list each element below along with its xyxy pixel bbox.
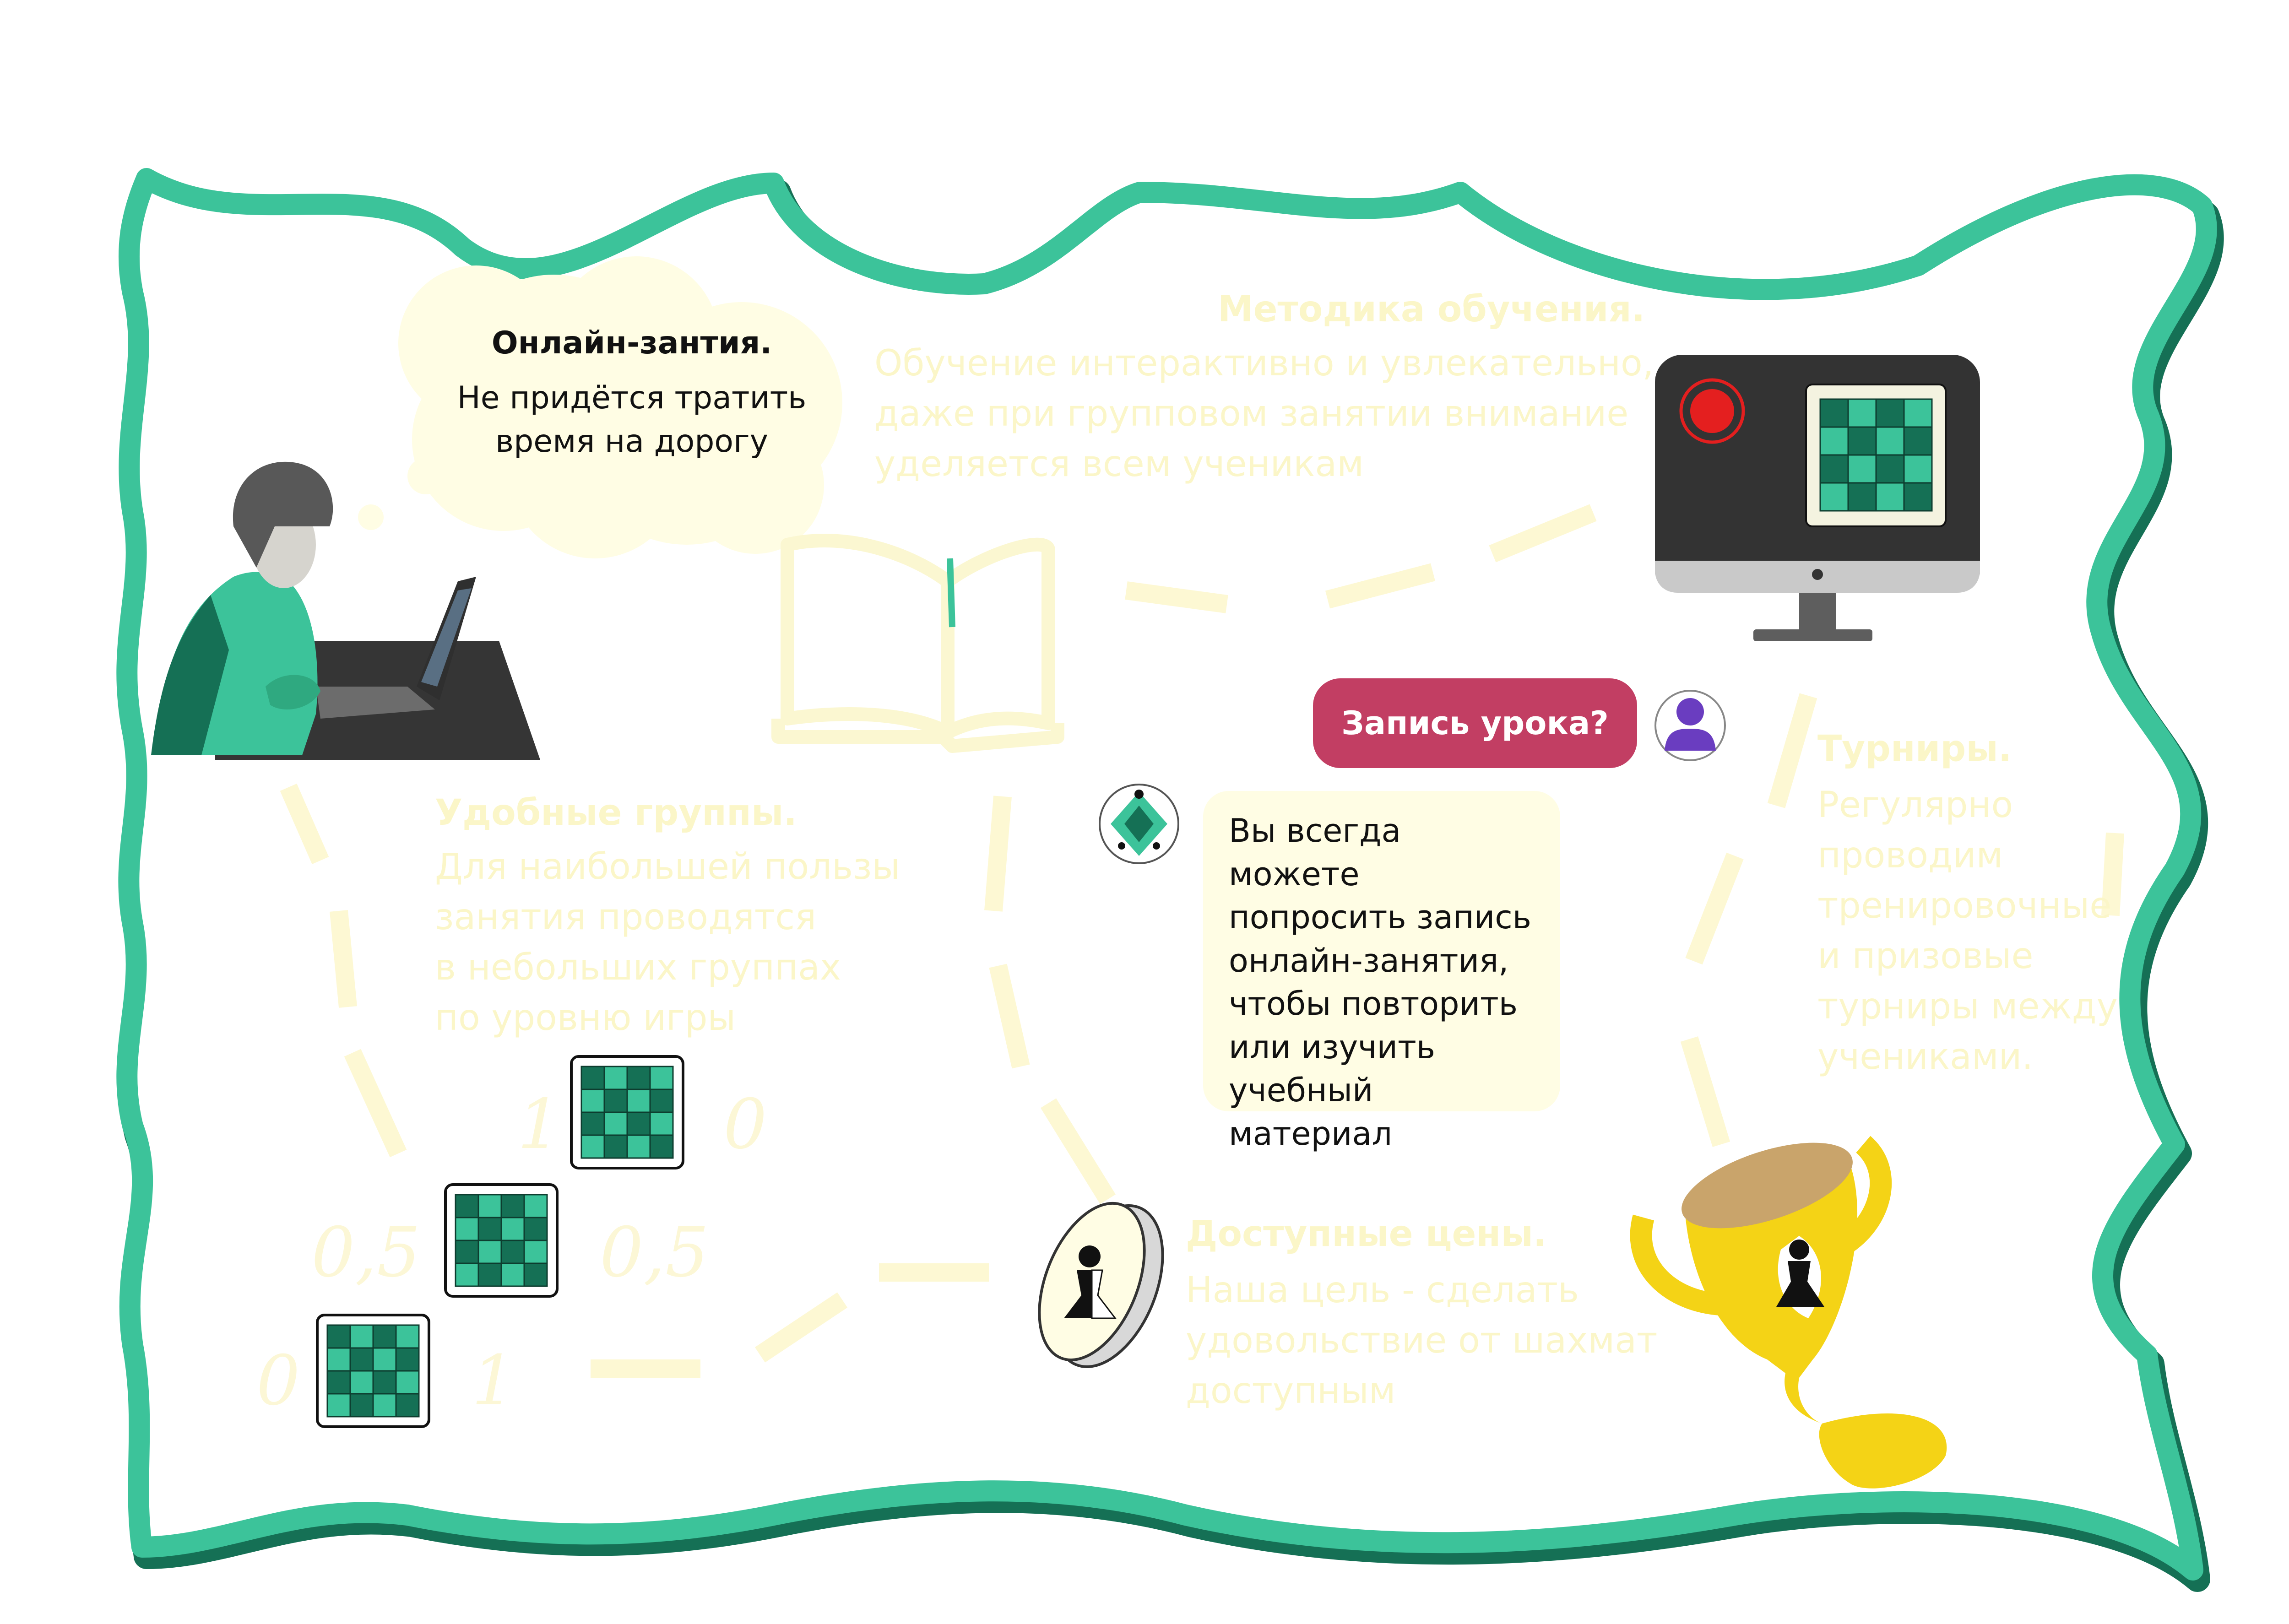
score-1-top: 1 <box>517 1085 561 1164</box>
groups-line-3: в небольших группах <box>435 947 841 988</box>
prices-title: Доступные цены. <box>1186 1213 1547 1255</box>
tournaments-line-1: Регулярно <box>1817 785 2013 826</box>
prices-line-3: доступным <box>1186 1370 1396 1412</box>
online-bubble-title: Онлайн-зантия. <box>491 325 772 361</box>
answer-bubble: Вы всегда можете попросить запись онлайн… <box>1203 791 1560 1153</box>
tournaments-line-6: учениками. <box>1817 1036 2034 1077</box>
chessboard-icon <box>1819 398 1933 512</box>
chessboard-icon <box>570 1055 684 1169</box>
tournaments-line-5: турниры между <box>1817 986 2118 1027</box>
prices-line-2: удовольствие от шахмат <box>1186 1320 1658 1361</box>
question-text: Запись урока? <box>1341 704 1609 742</box>
answer-text: Вы всегда можете попросить запись онлайн… <box>1229 812 1532 1153</box>
groups-line-1: Для наибольшей пользы <box>435 846 900 888</box>
score-1-bottom: 1 <box>472 1341 515 1421</box>
chessboard-icon <box>316 1314 430 1428</box>
method-line-1: Обучение интерактивно и увлекательно, <box>874 343 1654 384</box>
groups-title: Удобные группы. <box>435 792 797 834</box>
groups-line-2: занятия проводятся <box>435 897 817 938</box>
score-0-top: 0 <box>723 1085 767 1164</box>
score-05-right: 0,5 <box>600 1213 709 1293</box>
tournaments-line-4: и призовые <box>1817 936 2034 977</box>
method-title: Методика обучения. <box>1218 289 1645 330</box>
method-line-2: даже при групповом занятии внимание <box>874 393 1629 434</box>
prices-line-1: Наша цель - сделать <box>1186 1270 1579 1311</box>
groups-line-4: по уровню игры <box>435 997 736 1039</box>
tournaments-line-3: тренировочные <box>1817 885 2112 926</box>
score-05-left: 0,5 <box>311 1213 421 1293</box>
online-bubble-line-2: время на дорогу <box>495 423 768 460</box>
tournaments-title: Турниры. <box>1817 728 2012 769</box>
question-bubble: Запись урока? <box>1313 678 1637 768</box>
method-line-3: уделяется всем ученикам <box>874 444 1364 485</box>
tournaments-line-2: проводим <box>1817 835 2003 876</box>
score-0-bottom: 0 <box>256 1341 300 1421</box>
online-bubble-line-1: Не придётся тратить <box>457 380 807 416</box>
chessboard-icon <box>444 1183 559 1298</box>
